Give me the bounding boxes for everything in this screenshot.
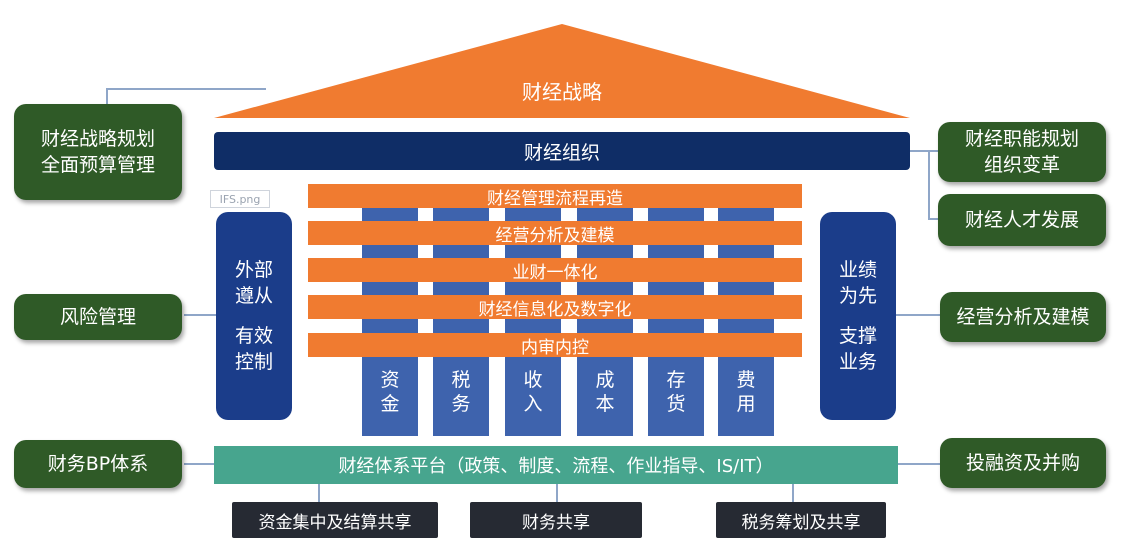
column-tax-label: 税务 [433, 366, 489, 418]
column-tax-char-1: 税 [451, 369, 471, 391]
left-box-bp-system-label: 财务BP体系 [47, 453, 149, 475]
left-box-risk-management-label: 风险管理 [59, 306, 136, 328]
right-pillar-line-3: 支撑 [838, 325, 877, 347]
right-pillar-performance: 业绩 为先 支撑 业务 [820, 212, 896, 420]
finance-system-platform: 财经体系平台（政策、制度、流程、作业指导、IS/IT） [214, 446, 898, 484]
column-expense-char-1: 费 [736, 369, 756, 391]
left-box-strategy-planning: 财经战略规划 全面预算管理 [14, 104, 182, 200]
right-box-investment-financing: 投融资及并购 [940, 438, 1106, 488]
column-inventory-label: 存货 [648, 366, 704, 418]
column-revenue-char-2: 入 [523, 393, 543, 415]
bottom-box-finance-sharing: 财务共享 [470, 502, 642, 538]
left-pillar-compliance: 外部 遵从 有效 控制 [216, 212, 292, 420]
column-inventory-char-1: 存 [666, 369, 686, 391]
finance-organization-bar: 财经组织 [214, 132, 910, 170]
column-funds-label: 资金 [362, 366, 418, 418]
right-box-function-planning-line-1: 财经职能规划 [964, 128, 1079, 150]
right-box-business-analysis-label: 经营分析及建模 [956, 306, 1090, 328]
image-filename-label: IFS.png [210, 190, 270, 208]
left-pillar-line-2: 遵从 [234, 285, 273, 307]
column-funds-char-1: 资 [380, 369, 400, 391]
column-expense-char-2: 用 [736, 393, 756, 415]
bar-digitalization: 财经信息化及数字化 [308, 295, 802, 320]
left-pillar-line-4: 控制 [234, 351, 273, 373]
right-box-business-analysis: 经营分析及建模 [940, 292, 1106, 342]
column-revenue-label: 收入 [505, 366, 561, 418]
left-box-strategy-planning-line-2: 全面预算管理 [40, 154, 155, 176]
bottom-box-tax-planning: 税务筹划及共享 [716, 502, 886, 538]
column-cost-label: 成本 [577, 366, 633, 418]
right-box-talent-development: 财经人才发展 [938, 194, 1106, 246]
right-pillar-line-4: 业务 [838, 351, 877, 373]
left-box-bp-system: 财务BP体系 [14, 440, 182, 488]
roof-triangle [214, 24, 910, 118]
left-pillar-line-3: 有效 [234, 325, 273, 347]
column-funds-char-2: 金 [380, 393, 400, 415]
right-box-investment-financing-label: 投融资及并购 [965, 452, 1080, 474]
column-tax-char-2: 务 [451, 393, 471, 415]
column-cost-char-1: 成 [595, 369, 615, 391]
roof-label: 财经战略 [522, 79, 602, 104]
column-inventory-char-2: 货 [666, 393, 686, 415]
column-cost-char-2: 本 [595, 393, 615, 415]
left-pillar-line-1: 外部 [234, 259, 273, 281]
bar-business-finance-integration: 业财一体化 [308, 258, 802, 283]
left-box-risk-management: 风险管理 [14, 294, 182, 340]
right-box-function-planning: 财经职能规划 组织变革 [938, 122, 1106, 182]
bar-process-reengineering: 财经管理流程再造 [308, 184, 802, 209]
right-box-function-planning-line-2: 组织变革 [983, 154, 1060, 176]
right-pillar-line-2: 为先 [838, 285, 877, 307]
column-expense-label: 费用 [718, 366, 774, 418]
right-box-talent-development-label: 财经人才发展 [964, 209, 1079, 231]
right-pillar-line-1: 业绩 [838, 259, 877, 281]
bar-internal-audit: 内审内控 [308, 333, 802, 358]
bar-business-analysis: 经营分析及建模 [308, 221, 802, 246]
left-box-strategy-planning-line-1: 财经战略规划 [40, 128, 155, 150]
bottom-box-fund-settlement: 资金集中及结算共享 [232, 502, 438, 538]
column-revenue-char-1: 收 [523, 369, 543, 391]
